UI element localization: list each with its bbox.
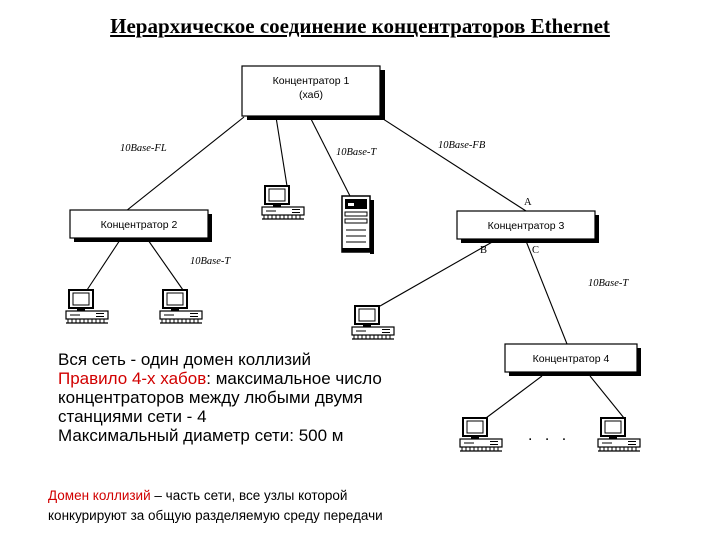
hub-4: Концентратор 4: [504, 343, 641, 376]
definition-block: Домен коллизий – часть сети, все узлы ко…: [48, 486, 468, 526]
media-label-fb: 10Base-FB: [438, 140, 486, 151]
workstation-hub4-right-icon: [597, 417, 641, 452]
link-hub1-server: [309, 116, 352, 199]
hub-4-label: Концентратор 4: [533, 353, 610, 365]
definition-dash: –: [150, 488, 166, 503]
more-workstations-ellipsis: . . .: [528, 427, 570, 444]
page-title: Иерархическое соединение концентраторов …: [110, 14, 610, 38]
port-label-b: B: [480, 245, 487, 256]
media-label-t-hub3: 10Base-T: [588, 278, 629, 289]
link-hub4-pc-right: [589, 375, 625, 419]
port-label-c: C: [532, 245, 539, 256]
link-hub1-hub3: [379, 116, 527, 212]
definition-line-1: Домен коллизий – часть сети, все узлы ко…: [48, 486, 468, 506]
workstation-hub3-icon: [351, 305, 395, 340]
hub-1-label: Концентратор 1: [273, 75, 350, 87]
link-hub4-pc-left: [485, 375, 543, 419]
notes-block: Вся сеть - один домен коллизий Правило 4…: [58, 350, 478, 445]
hub-2: Концентратор 2: [69, 209, 212, 242]
link-hub3-pc: [372, 240, 495, 311]
link-hub1-pc: [275, 116, 288, 187]
link-hub2-pc-left: [86, 239, 121, 291]
note-line-3: концентраторов между любыми двумя: [58, 388, 363, 407]
definition-term: Домен коллизий: [48, 488, 151, 503]
workstation-hub2-right-icon: [159, 289, 203, 324]
media-label-t-center: 10Base-T: [336, 147, 377, 158]
rule-title: Правило 4-х хабов: [58, 369, 207, 388]
port-label-a: A: [524, 197, 532, 208]
definition-text-1: часть сети, все узлы которой: [165, 488, 348, 503]
workstation-hub2-left-icon: [65, 289, 109, 324]
note-line-5: Максимальный диаметр сети: 500 м: [58, 426, 344, 445]
hub-2-label: Концентратор 2: [101, 219, 178, 231]
hub-3: Концентратор 3: [456, 210, 599, 243]
rule-text: : максимальное число: [206, 369, 382, 388]
note-line-4: станциями сети - 4: [58, 407, 207, 426]
note-line-2: Правило 4-х хабов: максимальное число: [58, 369, 478, 388]
hub-1: Концентратор 1 (хаб): [241, 65, 385, 120]
link-hub1-hub2: [125, 116, 245, 212]
media-label-fl: 10Base-FL: [120, 143, 167, 154]
definition-line-2: конкурируют за общую разделяемую среду п…: [48, 508, 383, 523]
workstation-hub1-icon: [261, 185, 305, 220]
link-hub2-pc-right: [147, 239, 184, 291]
link-hub3-hub4: [525, 240, 568, 345]
note-line-1: Вся сеть - один домен коллизий: [58, 350, 311, 369]
media-label-t-hub2: 10Base-T: [190, 256, 231, 267]
hub-3-label: Концентратор 3: [488, 220, 565, 232]
hub-1-sublabel: (хаб): [299, 89, 323, 101]
server-icon: [341, 195, 374, 254]
